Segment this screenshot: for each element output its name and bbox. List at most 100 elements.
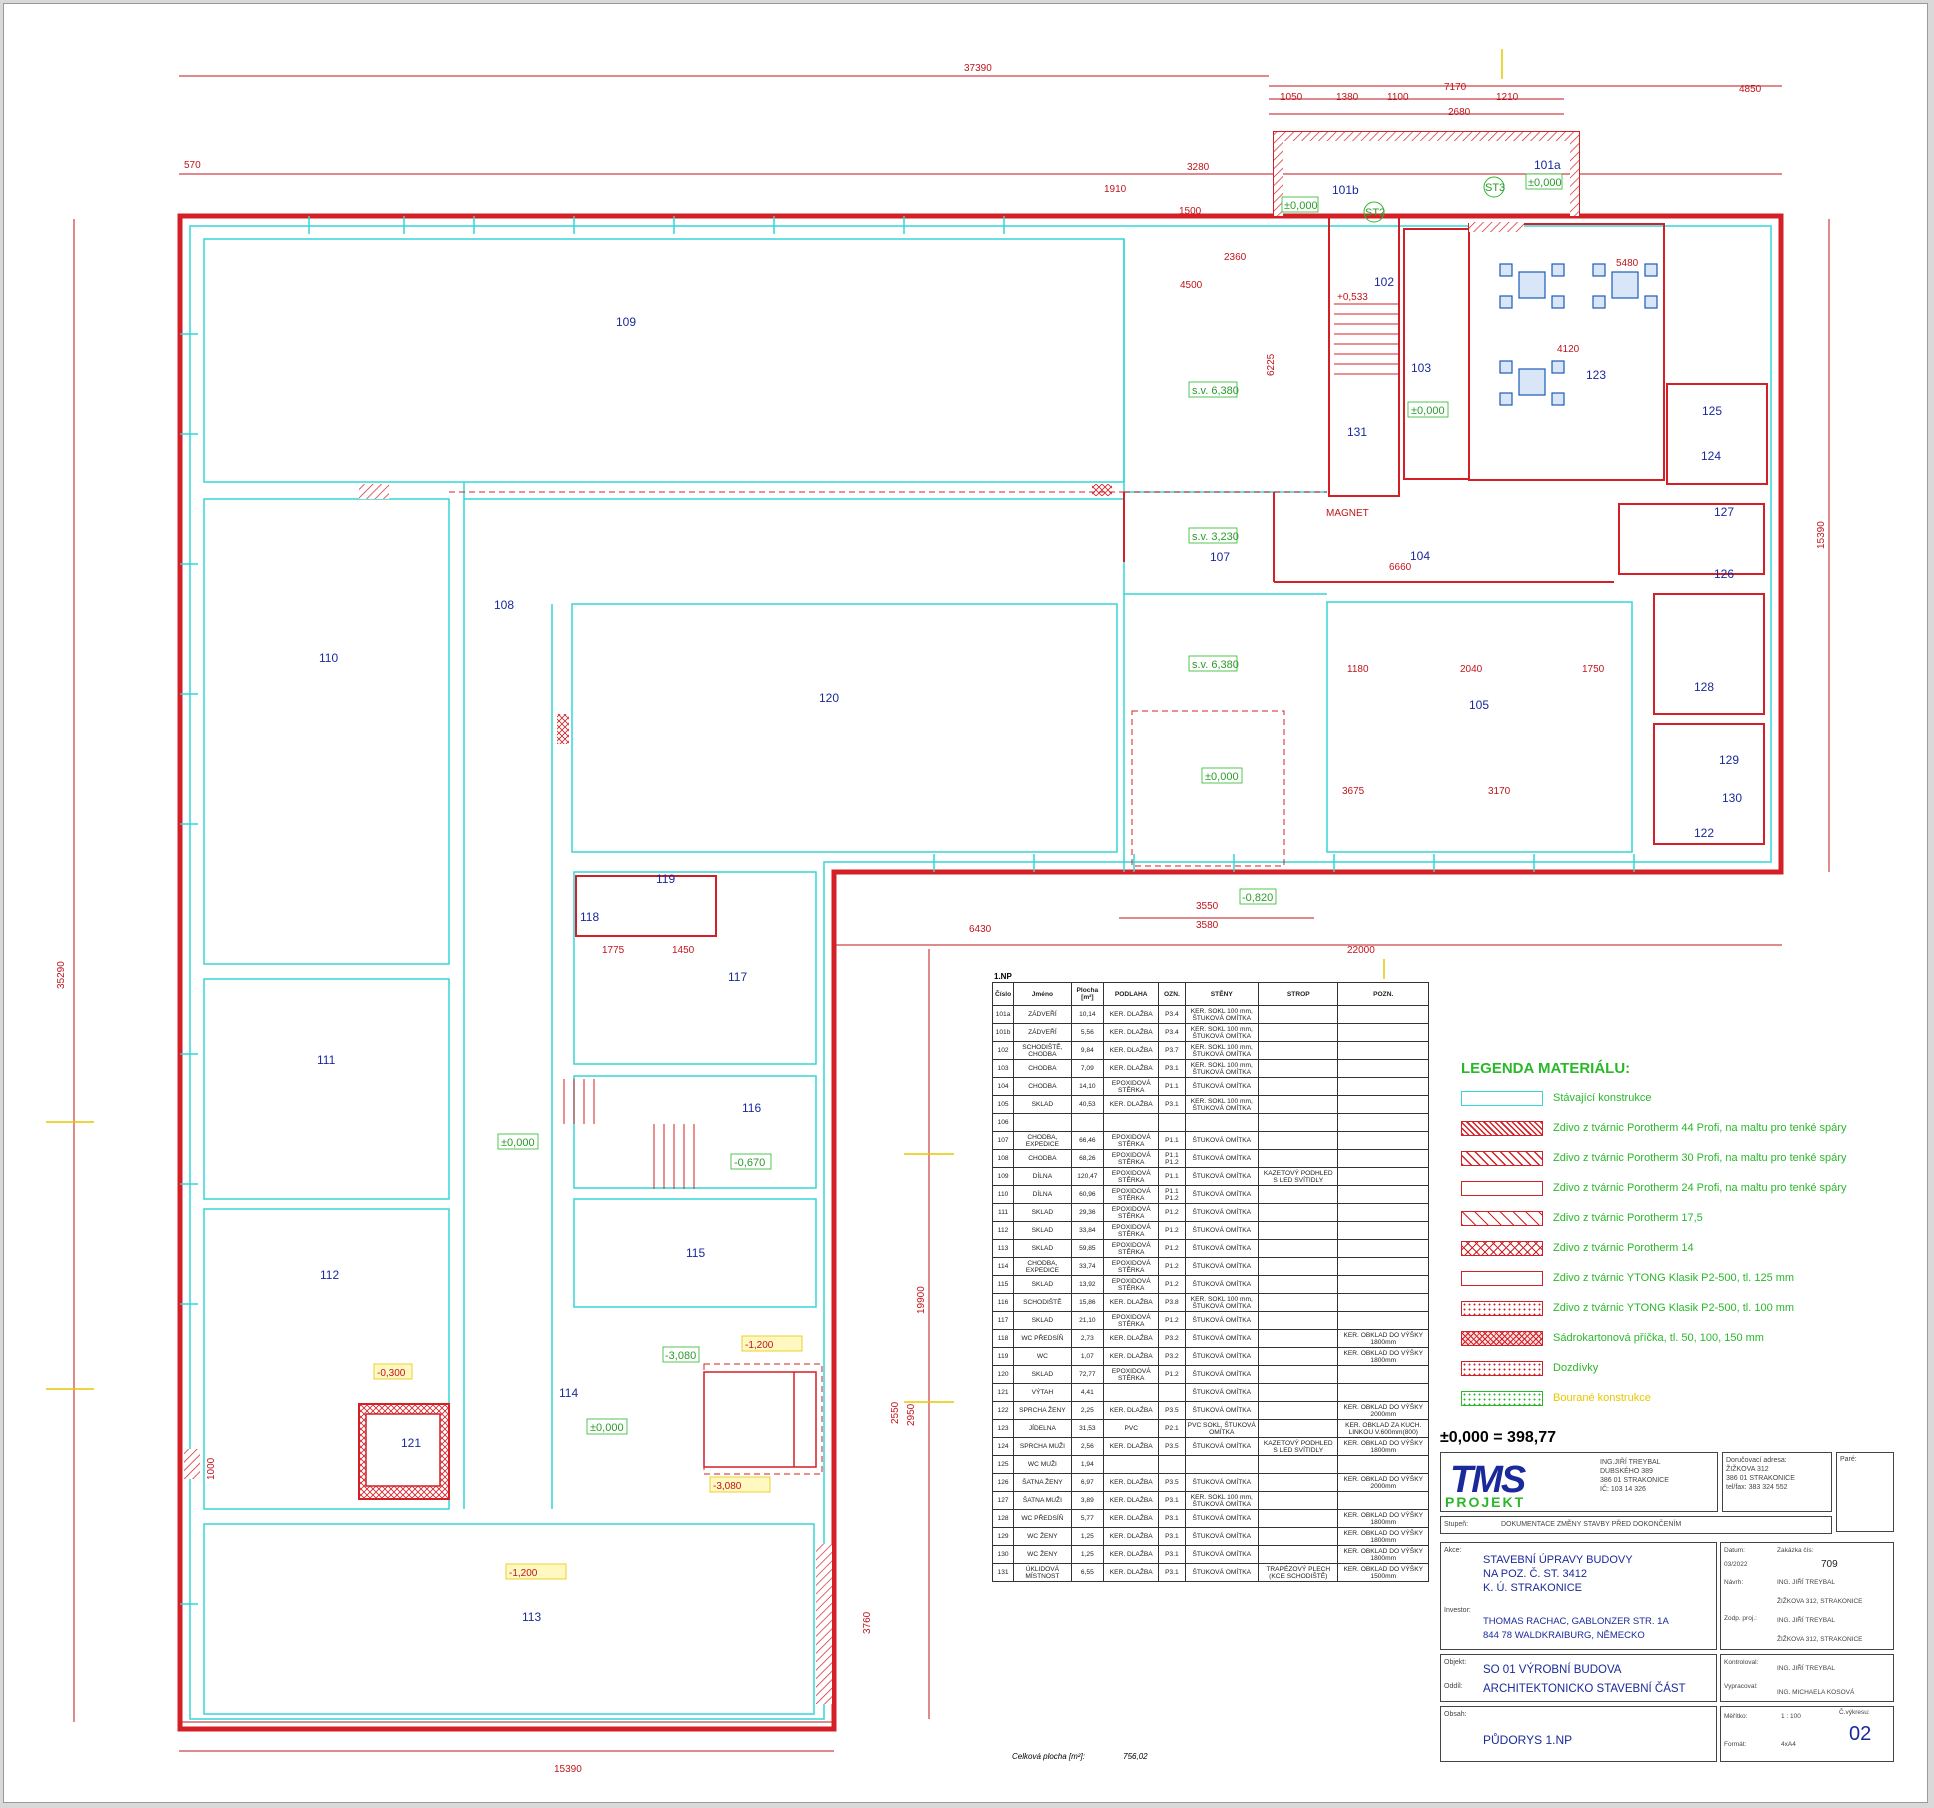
svg-text:105: 105 [1469, 698, 1489, 712]
table-cell [1337, 1293, 1429, 1312]
table-cell: KER. SOKL 100 mm, ŠTUKOVÁ OMÍTKA [1184, 1059, 1260, 1078]
table-cell: KER. DLAŽBA [1103, 1293, 1160, 1312]
table-cell [1337, 1239, 1429, 1258]
table-cell: 115 [991, 1275, 1015, 1294]
svg-text:-0,670: -0,670 [734, 1157, 765, 1169]
table-header-cell: Jméno [1013, 982, 1072, 1006]
legend-label: Stávající konstrukce [1553, 1092, 1652, 1104]
outer-walls [177, 213, 1784, 1732]
table-cell [1258, 1419, 1339, 1438]
legend-swatch [1461, 1330, 1543, 1346]
svg-text:1910: 1910 [1104, 184, 1127, 195]
table-cell: 130 [991, 1545, 1015, 1564]
tms-logo: TMS [1450, 1459, 1526, 1501]
table-cell: 60,96 [1070, 1185, 1105, 1204]
svg-text:2040: 2040 [1460, 664, 1483, 675]
table-cell [1258, 1059, 1339, 1078]
table-cell: TRAPÉZOVÝ PLECH (KCE SCHODIŠTĚ) [1258, 1563, 1339, 1582]
table-cell: WC PŘEDSÍŇ [1013, 1329, 1072, 1348]
svg-text:1775: 1775 [602, 945, 625, 956]
floor-plan: 37390 7170 4850 22000 15390 35290 15390 … [46, 49, 1830, 1775]
dimension-labels: 37390 7170 4850 22000 15390 35290 15390 … [56, 63, 1827, 1775]
table-cell: 6,55 [1070, 1563, 1105, 1582]
table-header-cell: OZN. [1158, 982, 1186, 1006]
table-cell [1258, 1491, 1339, 1510]
table-cell: EPOXIDOVÁ STĚRKA [1103, 1257, 1160, 1276]
table-cell [1337, 1185, 1429, 1204]
object-box: Objekt: SO 01 VÝROBNÍ BUDOVA Oddíl: ARCH… [1440, 1654, 1717, 1702]
table-cell: EPOXIDOVÁ STĚRKA [1103, 1149, 1160, 1168]
engineer-address: ING.JIŘÍ TREYBAL DUBSKÉHO 389 386 01 STR… [1600, 1459, 1669, 1493]
table-cell: EPOXIDOVÁ STĚRKA [1103, 1185, 1160, 1204]
table-cell: KER. DLAŽBA [1103, 1095, 1160, 1114]
table-cell [1158, 1113, 1186, 1132]
table-cell: 123 [991, 1419, 1015, 1438]
drawing-sheet: 37390 7170 4850 22000 15390 35290 15390 … [3, 3, 1928, 1803]
table-cell [1258, 1077, 1339, 1096]
table-cell: 9,84 [1070, 1041, 1105, 1060]
table-row: 106 [991, 1113, 1429, 1132]
total-value: 756,02 [1123, 1752, 1148, 1761]
table-cell: ŠATNA ŽENY [1013, 1473, 1072, 1492]
table-cell [1258, 1203, 1339, 1222]
table-cell: ŠTUKOVÁ OMÍTKA [1184, 1257, 1260, 1276]
project-box: Akce: STAVEBNÍ ÚPRAVY BUDOVY NA POZ. Č. … [1440, 1542, 1717, 1650]
contents-box: Obsah: PŮDORYS 1.NP [1440, 1706, 1717, 1762]
table-cell: 4,41 [1070, 1383, 1105, 1402]
table-cell: P1.1 P1.2 [1158, 1149, 1186, 1168]
table-cell: P1.2 [1158, 1257, 1186, 1276]
table-cell: 1,07 [1070, 1347, 1105, 1366]
table-cell: P3.8 [1158, 1293, 1186, 1312]
table-cell: SPRCHA MUŽI [1013, 1437, 1072, 1456]
table-header-cell: Plocha [m²] [1070, 982, 1105, 1006]
svg-text:22000: 22000 [1347, 945, 1375, 956]
svg-text:111: 111 [317, 1053, 336, 1067]
table-cell [1337, 1113, 1429, 1132]
table-cell [1258, 1473, 1339, 1492]
mail-address-box: Doručovací adresa: ŽIŽKOVA 312 386 01 ST… [1722, 1452, 1832, 1512]
svg-text:MAGNET: MAGNET [1326, 508, 1369, 519]
lift-platform [703, 1371, 817, 1468]
table-cell: SKLAD [1013, 1203, 1072, 1222]
table-cell: ŠTUKOVÁ OMÍTKA [1184, 1401, 1260, 1420]
table-cell [1337, 1149, 1429, 1168]
table-cell: KER. DLAŽBA [1103, 1509, 1160, 1528]
svg-text:4850: 4850 [1739, 84, 1762, 95]
svg-text:-0,820: -0,820 [1242, 892, 1273, 904]
table-cell: ÚKLIDOVÁ MÍSTNOST [1013, 1563, 1072, 1582]
table-header-cell: STĚNY [1184, 982, 1260, 1006]
table-cell: 104 [991, 1077, 1015, 1096]
svg-text:113: 113 [522, 1610, 541, 1624]
table-cell: ŠTUKOVÁ OMÍTKA [1184, 1365, 1260, 1384]
table-cell: SCHODIŠTĚ, CHODBA [1013, 1041, 1072, 1060]
svg-text:15390: 15390 [1816, 521, 1827, 549]
table-cell: 107 [991, 1131, 1015, 1150]
svg-text:s.v. 6,380: s.v. 6,380 [1192, 385, 1239, 397]
svg-text:103: 103 [1411, 361, 1431, 375]
table-cell: ŠTUKOVÁ OMÍTKA [1184, 1221, 1260, 1240]
table-cell: 21,10 [1070, 1311, 1105, 1330]
svg-text:104: 104 [1410, 549, 1430, 563]
table-cell: 6,97 [1070, 1473, 1105, 1492]
table-cell [1337, 1221, 1429, 1240]
table-cell: 2,25 [1070, 1401, 1105, 1420]
tms-logo-sub: PROJEKT [1445, 1494, 1526, 1510]
table-cell: 124 [991, 1437, 1015, 1456]
table-cell [1258, 1311, 1339, 1330]
table-cell: P3.1 [1158, 1545, 1186, 1564]
table-cell: KAZETOVÝ PODHLED S LED SVÍTIDLY [1258, 1167, 1339, 1186]
